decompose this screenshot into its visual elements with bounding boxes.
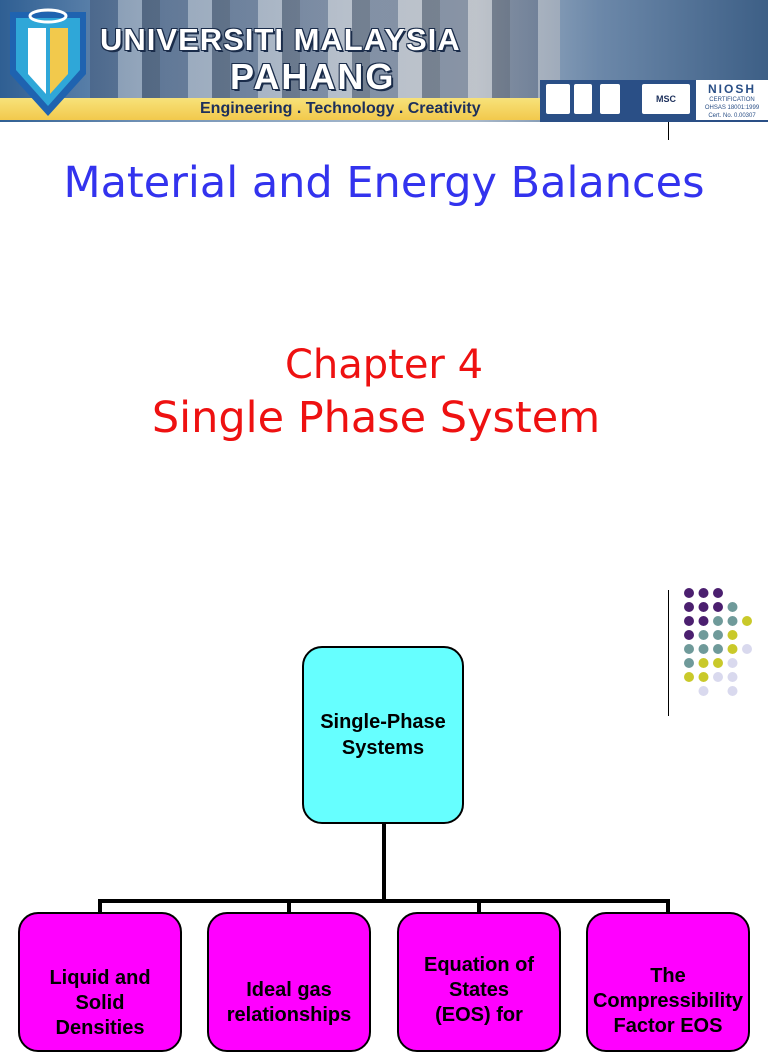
niosh-certification-logo: NIOSH CERTIFICATION OHSAS 18001:1999 Cer… [696,80,768,120]
node-label-line: Factor EOS [613,1015,723,1037]
decorative-dot [684,588,694,598]
decorative-dot [698,616,709,626]
node-label-line: Ideal gas [246,979,332,1001]
node-label-line: relationships [226,1004,352,1026]
node-label-line: Densities [55,1017,145,1039]
connector-horizontal [98,899,670,903]
node-label-line: (EOS) for [435,1004,523,1026]
decorative-dot [713,672,723,682]
university-name-line1: UNIVERSITI MALAYSIA [100,22,461,57]
university-tagline: Engineering . Technology . Creativity [200,100,481,117]
diagram-node-densities: Liquid and Solid Densities [18,912,182,1052]
niosh-sub3: Cert. No. 0.00307 [708,113,756,119]
university-name-line2: PAHANG [230,56,396,97]
diagram-node-compressibility: The Compressibility Factor EOS [586,912,750,1052]
decorative-dot [698,658,709,668]
decorative-dot [727,672,738,682]
decorative-dot [713,658,723,668]
decorative-dot [713,588,723,598]
connector-child-2 [287,899,291,913]
msc-logo: MSC [642,84,690,114]
node-label-line: Liquid and [49,967,151,989]
diagram-node-eos: Equation of States (EOS) for [397,912,561,1052]
decorative-dot [698,686,709,696]
chapter-number: Chapter 4 [284,342,484,388]
decorative-dot [727,686,738,696]
node-label-line: Solid [75,992,125,1014]
niosh-name: NIOSH [707,82,756,96]
connector-child-3 [477,899,481,913]
decorative-dot [684,644,694,654]
banner-photo [90,0,560,100]
chapter-title: Single Phase System [151,393,601,443]
decorative-dot [684,672,694,682]
decorative-dot [713,602,723,612]
decorative-dot [698,644,709,654]
decorative-dot [713,616,723,626]
diagram-node-ideal-gas: Ideal gas relationships [207,912,371,1052]
node-label-line: Compressibility [592,990,744,1012]
cert-logo-1 [546,84,570,114]
tagline-band [0,98,540,120]
decorative-dot [698,588,709,598]
decorative-dot [727,630,738,640]
decorative-dot [713,630,723,640]
connector-child-4 [666,899,670,913]
decorative-dot [684,658,694,668]
root-node-label: Single-Phase Systems [320,711,446,759]
cert-logo-3 [600,84,620,114]
divider-line-top [668,122,669,140]
niosh-sub2: OHSAS 18001:1999 [704,105,760,111]
decorative-dot [727,616,738,626]
node-label-line: The [650,965,686,987]
decorative-dot [684,630,694,640]
decorative-dot [727,644,738,654]
cert-logo-2 [574,84,592,114]
header-banner [0,0,768,122]
course-title: Material and Energy Balances [63,158,705,208]
university-crest-icon [10,8,86,116]
decorative-dot [727,602,738,612]
decorative-dot [713,644,723,654]
divider-line-dots [668,590,669,716]
decorative-dot [684,616,694,626]
decorative-dot [727,658,738,668]
decorative-dot [742,644,752,654]
decorative-dot [684,602,694,612]
decorative-dot [698,672,709,682]
connector-child-1 [98,899,102,913]
diagram-root-node: Single-Phase Systems [302,646,464,824]
node-label-line: States [448,979,510,1001]
decorative-dot [742,616,752,626]
connector-vertical-root [382,824,386,902]
decorative-dot [698,630,709,640]
decorative-dot [698,602,709,612]
niosh-sub1: CERTIFICATION [709,97,755,103]
node-label-line: Equation of [424,954,534,976]
